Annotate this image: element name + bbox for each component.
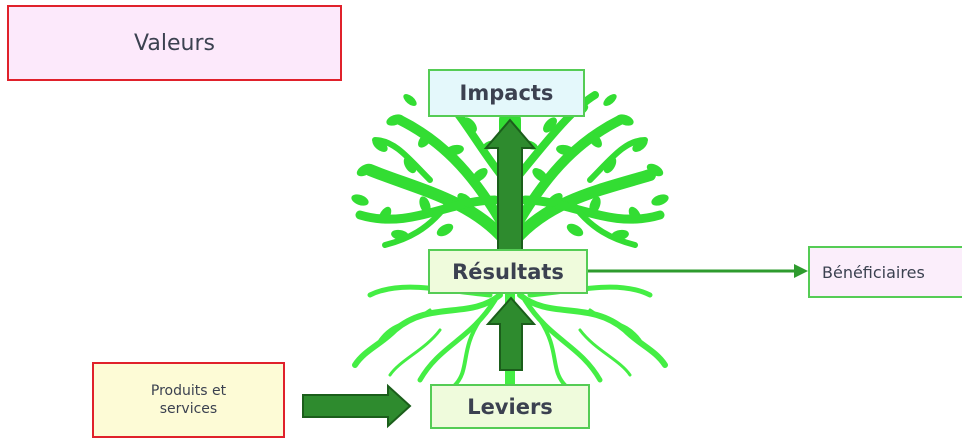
beneficiaires-box: Bénéficiaires	[808, 246, 962, 298]
resultats-label: Résultats	[452, 259, 564, 284]
arrow-produits-to-leviers	[302, 383, 412, 429]
arrow-resultats-to-beneficiaires	[588, 264, 808, 278]
beneficiaires-label: Bénéficiaires	[822, 262, 925, 282]
arrow-resultats-to-impacts	[483, 118, 537, 251]
arrow-leviers-to-resultats	[485, 296, 537, 371]
valeurs-box: Valeurs	[7, 5, 342, 81]
valeurs-label: Valeurs	[134, 30, 215, 56]
impacts-box: Impacts	[428, 69, 585, 117]
produits-services-label: Produits et services	[150, 383, 227, 417]
impacts-label: Impacts	[459, 81, 554, 105]
leviers-label: Leviers	[467, 394, 553, 419]
produits-services-box: Produits et services	[92, 362, 285, 438]
leviers-box: Leviers	[430, 384, 590, 429]
resultats-box: Résultats	[428, 249, 588, 294]
